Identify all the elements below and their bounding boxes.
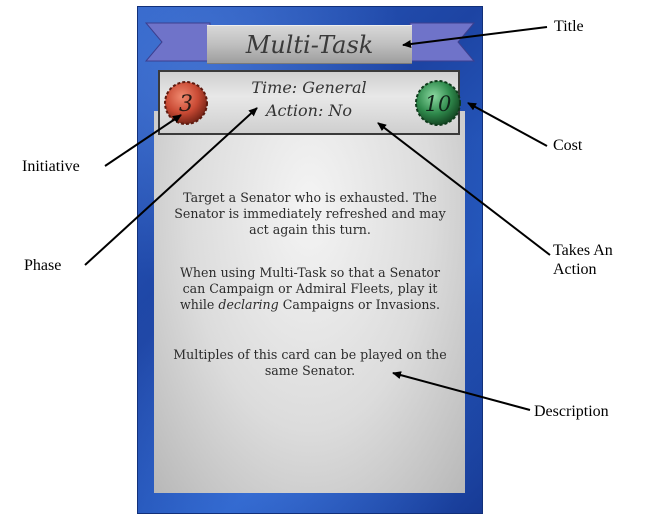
- description-line: Senator is immediately refreshed and may: [174, 206, 446, 221]
- phase-text: Time: General: [251, 78, 367, 97]
- description-paragraph-2: When using Multi-Task so that a Senator …: [160, 265, 460, 313]
- description-line: same Senator.: [264, 363, 356, 378]
- callout-takes-action: Takes An Action: [553, 241, 613, 279]
- description-line: while declaring Campaigns or Invasions.: [160, 297, 460, 313]
- title-band: Multi-Task: [207, 25, 412, 64]
- action-text: Action: No: [265, 101, 353, 120]
- cost-value: 10: [425, 92, 452, 116]
- initiative-arrow: [104, 114, 182, 167]
- callout-takes-action-line: Takes An: [553, 242, 613, 259]
- title-ribbon: [144, 22, 476, 62]
- description-text: while: [179, 297, 219, 312]
- phase-arrow: [84, 107, 258, 266]
- callout-cost: Cost: [553, 137, 583, 154]
- description-line: Target a Senator who is exhausted. The: [183, 190, 437, 205]
- takes-action-arrow: [377, 122, 551, 256]
- callout-initiative: Initiative: [22, 158, 80, 175]
- initiative-token: 3: [164, 81, 208, 125]
- description-arrow: [392, 371, 531, 411]
- description-line: can Campaign or Admiral Fleets, play it: [182, 281, 438, 296]
- card-title: Multi-Task: [245, 30, 374, 59]
- card-face: [154, 111, 465, 493]
- description-line: When using Multi-Task so that a Senator: [179, 265, 441, 280]
- description-text: Campaigns or Invasions.: [278, 297, 441, 312]
- description-line: act again this turn.: [249, 222, 371, 237]
- description-paragraph-1: Target a Senator who is exhausted. The S…: [160, 190, 460, 238]
- description-line: Multiples of this card can be played on …: [173, 347, 447, 362]
- callout-description: Description: [534, 403, 609, 420]
- callout-phase: Phase: [24, 257, 62, 274]
- cost-token: 10: [415, 80, 461, 126]
- title-arrow: [402, 26, 548, 48]
- initiative-value: 3: [179, 92, 193, 117]
- game-card: Multi-Task Time: General Action: No 3 10…: [137, 6, 483, 514]
- callout-title: Title: [554, 18, 584, 35]
- cost-arrow: [467, 102, 548, 147]
- description-paragraph-3: Multiples of this card can be played on …: [160, 347, 460, 379]
- callout-takes-action-line: Action: [553, 261, 597, 278]
- description-emphasis: declaring: [218, 297, 279, 312]
